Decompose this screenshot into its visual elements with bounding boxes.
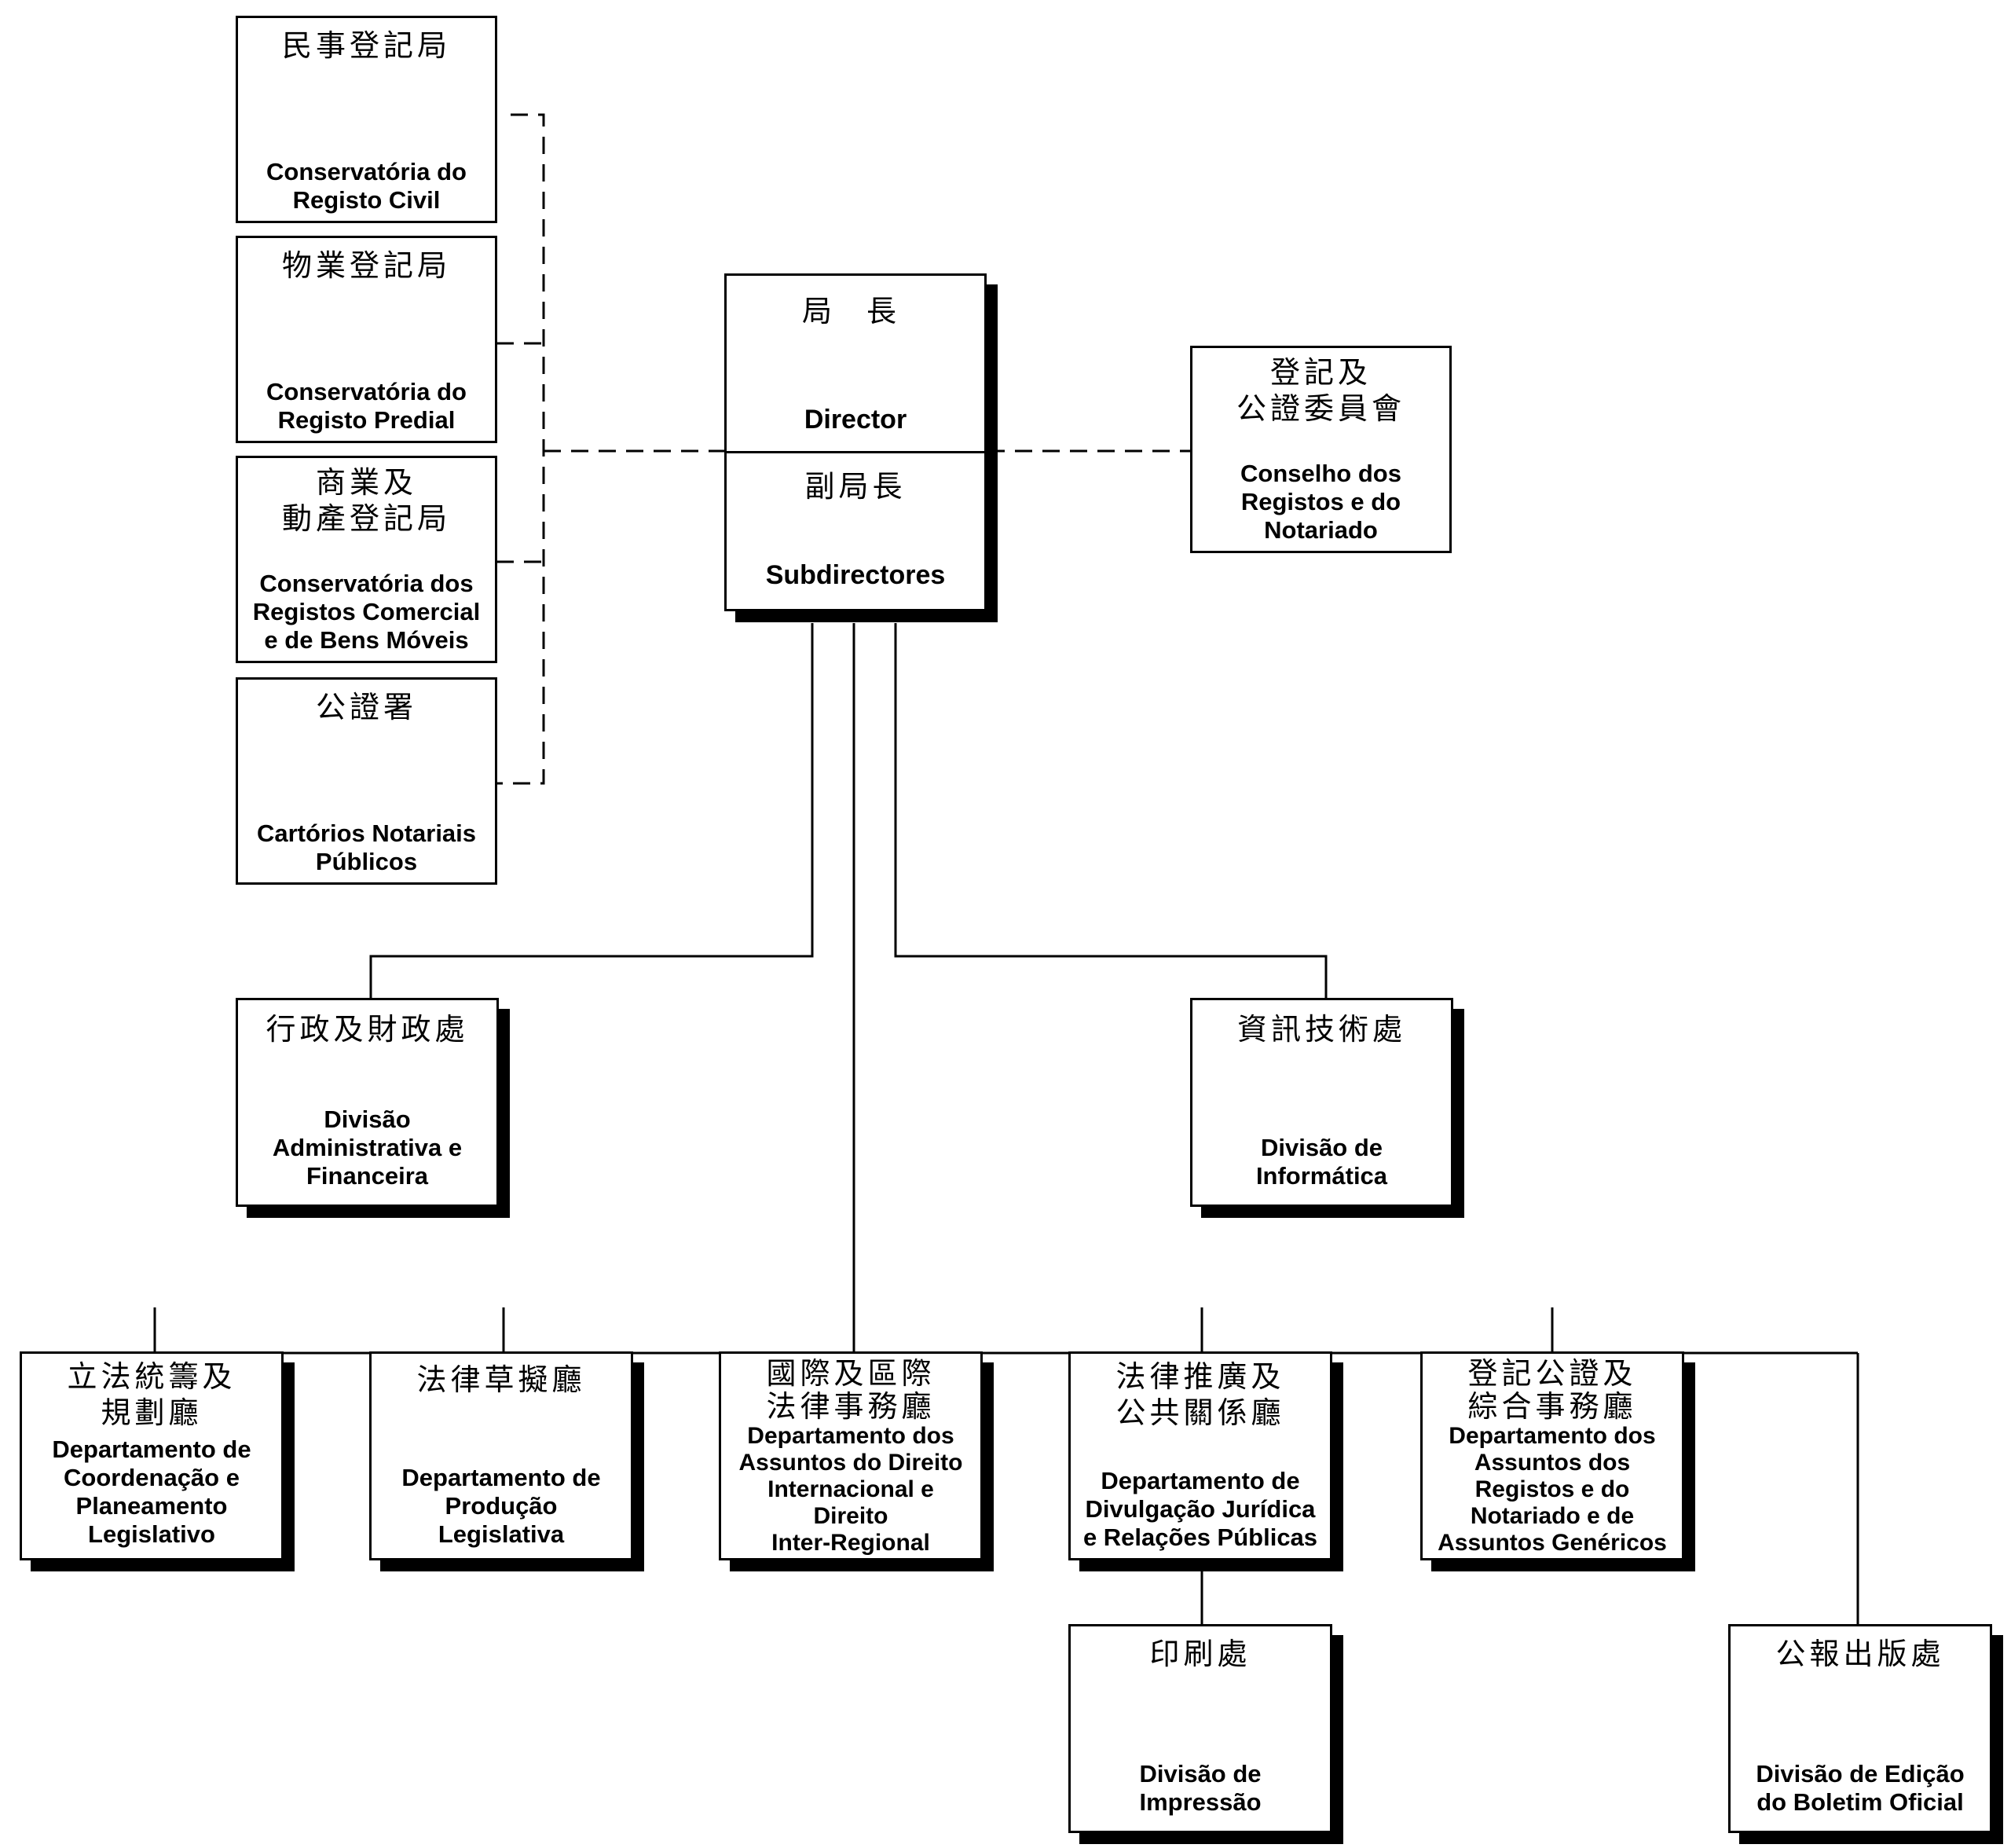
department-box-legal-outreach: 法律推廣及 公共關係廳 Departamento de Divulgação J… — [1068, 1351, 1332, 1560]
department-3-pt: Departamento dos Assuntos do Direito Int… — [738, 1423, 963, 1556]
deputy-pt: Subdirectores — [765, 560, 946, 590]
deputy-zh: 副局長 — [804, 469, 907, 504]
it-division-zh: 資訊技術處 — [1236, 1012, 1406, 1047]
registry-box-notary: 公證署 Cartórios Notariais Públicos — [236, 677, 497, 885]
it-division-pt: Divisão de Informática — [1255, 1134, 1388, 1190]
department-box-registry-affairs: 登記公證及 綜合事務廳 Departamento dos Assuntos do… — [1420, 1351, 1684, 1560]
registry-box-property: 物業登記局 Conservatória do Registo Predial — [236, 236, 497, 443]
admin-division-box: 行政及財政處 Divisão Administrativa e Financei… — [236, 998, 499, 1207]
department-1-pt: Departamento de Coordenação e Planeament… — [52, 1436, 251, 1548]
department-2-pt: Departamento de Produção Legislativa — [401, 1464, 601, 1548]
registry-box-commercial: 商業及 動產登記局 Conservatória dos Registos Com… — [236, 456, 497, 663]
department-2-zh: 法律草擬廳 — [416, 1362, 586, 1397]
gazette-division-zh: 公報出版處 — [1775, 1637, 1945, 1671]
department-box-international-law: 國際及區際 法律事務廳 Departamento dos Assuntos do… — [719, 1351, 983, 1560]
gazette-division-pt: Divisão de Edição do Boletim Oficial — [1756, 1760, 1965, 1816]
registry-notary-pt: Cartórios Notariais Públicos — [256, 820, 477, 875]
gazette-division-box: 公報出版處 Divisão de Edição do Boletim Ofici… — [1728, 1624, 1992, 1833]
registry-commercial-zh: 商業及 動產登記局 — [281, 465, 451, 536]
department-box-legislative-production: 法律草擬廳 Departamento de Produção Legislati… — [369, 1351, 633, 1560]
department-4-zh: 法律推廣及 公共關係廳 — [1115, 1359, 1285, 1430]
printing-division-box: 印刷處 Divisão de Impressão — [1068, 1624, 1332, 1833]
registry-civil-zh: 民事登記局 — [281, 28, 451, 63]
registry-property-zh: 物業登記局 — [281, 248, 451, 283]
admin-division-zh: 行政及財政處 — [266, 1012, 469, 1047]
registry-property-pt: Conservatória do Registo Predial — [266, 378, 467, 434]
director-pt: Director — [804, 405, 907, 434]
registry-box-civil: 民事登記局 Conservatória do Registo Civil — [236, 16, 497, 223]
printing-division-zh: 印刷處 — [1149, 1637, 1251, 1671]
director-zh: 局 長 — [801, 294, 910, 328]
department-3-zh: 國際及區際 法律事務廳 — [766, 1356, 936, 1424]
admin-division-pt: Divisão Administrativa e Financeira — [272, 1106, 463, 1190]
department-5-zh: 登記公證及 綜合事務廳 — [1467, 1356, 1637, 1424]
registry-bracket-line — [496, 113, 545, 785]
printing-division-pt: Divisão de Impressão — [1139, 1760, 1262, 1816]
department-5-pt: Departamento dos Assuntos dos Registos e… — [1438, 1423, 1667, 1556]
director-divider — [727, 451, 984, 453]
it-division-box: 資訊技術處 Divisão de Informática — [1190, 998, 1453, 1207]
council-pt: Conselho dos Registos e do Notariado — [1240, 460, 1401, 544]
registry-commercial-pt: Conservatória dos Registos Comercial e d… — [252, 570, 481, 654]
registry-civil-pt: Conservatória do Registo Civil — [266, 158, 467, 214]
line-to-admin-division — [369, 623, 814, 999]
council-box: 登記及 公證委員會 Conselho dos Registos e do Not… — [1190, 346, 1452, 553]
department-1-zh: 立法統籌及 規劃廳 — [67, 1359, 236, 1430]
department-box-legislative-coordination: 立法統籌及 規劃廳 Departamento de Coordenação e … — [20, 1351, 284, 1560]
registry-notary-zh: 公證署 — [315, 690, 417, 724]
line-to-it-division — [894, 623, 1328, 999]
department-4-pt: Departamento de Divulgação Jurídica e Re… — [1082, 1467, 1318, 1551]
director-box: 局 長 Director 副局長 Subdirectores — [724, 273, 987, 611]
council-zh: 登記及 公證委員會 — [1236, 355, 1405, 426]
